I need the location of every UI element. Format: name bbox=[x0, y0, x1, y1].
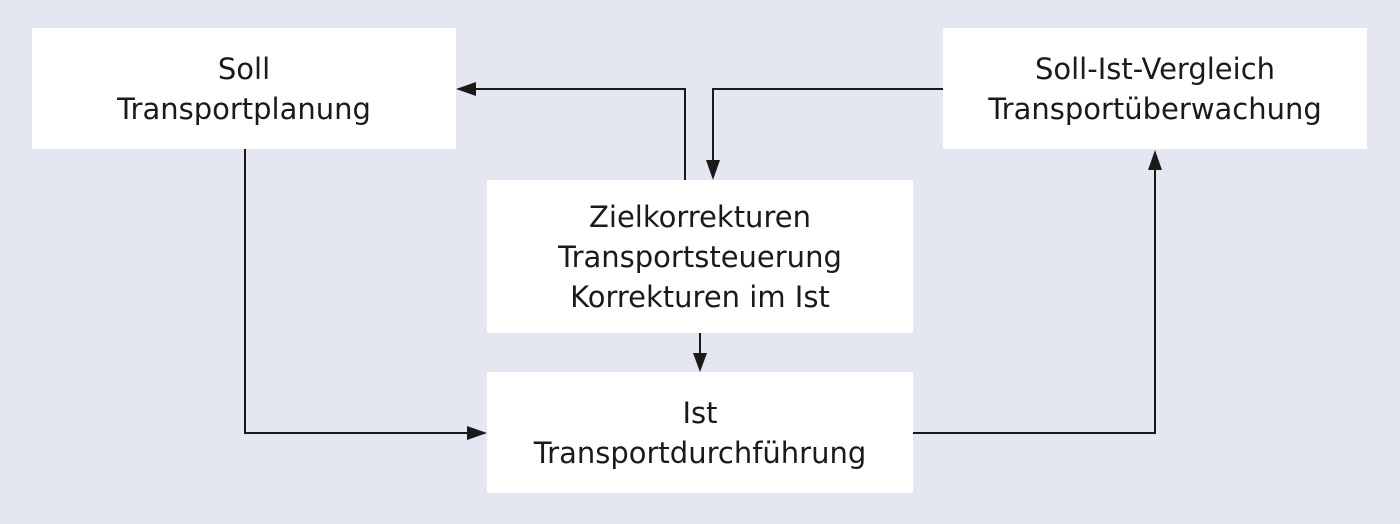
transportsteuerung-box: Zielkorrekturen Transportsteuerung Korre… bbox=[487, 180, 913, 333]
arrow-steuerung-to-ist-head bbox=[693, 353, 707, 372]
ist-transportdurchfuehrung-box: Ist Transportdurchführung bbox=[487, 372, 913, 493]
arrow-soll-to-ist-head bbox=[467, 426, 487, 440]
ist-box-line-2: Transportdurchführung bbox=[533, 435, 867, 470]
vergleich-box-line-1: Soll-Ist-Vergleich bbox=[1034, 51, 1276, 86]
soll-ist-vergleich-box: Soll-Ist-Vergleich Transportüberwachung bbox=[943, 28, 1367, 149]
vergleich-box-line-2: Transportüberwachung bbox=[988, 91, 1322, 126]
arrow-vergleich-to-steuerung-head bbox=[706, 160, 720, 180]
arrow-soll-to-ist bbox=[244, 149, 470, 434]
arrow-vergleich-to-steuerung bbox=[712, 88, 943, 162]
arrow-steuerung-to-soll-head bbox=[456, 82, 476, 96]
soll-box-line-1: Soll bbox=[217, 51, 271, 86]
steuerung-box-line-1: Zielkorrekturen bbox=[589, 199, 811, 234]
soll-transportplanung-box: Soll Transportplanung bbox=[32, 28, 456, 149]
soll-box-line-2: Transportplanung bbox=[117, 91, 371, 126]
arrow-ist-to-vergleich bbox=[913, 168, 1156, 434]
arrow-ist-to-vergleich-head bbox=[1148, 150, 1162, 170]
steuerung-box-line-2: Transportsteuerung bbox=[558, 239, 842, 274]
steuerung-box-line-3: Korrekturen im Ist bbox=[570, 279, 830, 314]
ist-box-line-1: Ist bbox=[682, 395, 718, 430]
arrow-steuerung-to-soll bbox=[474, 88, 686, 180]
